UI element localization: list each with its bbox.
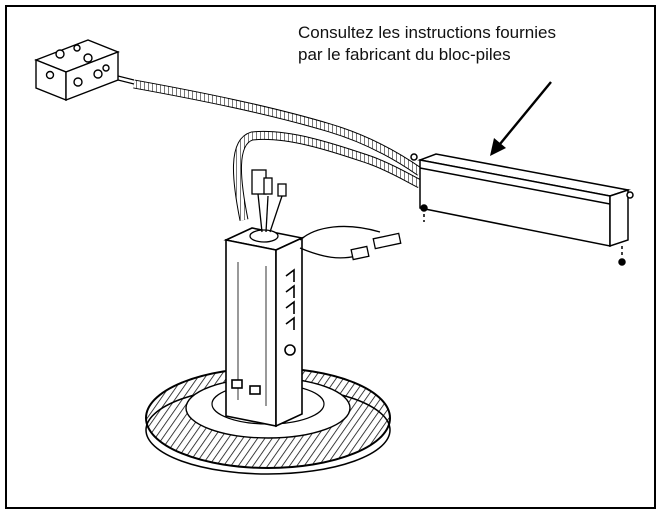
- callout-line-1: Consultez les instructions fournies: [298, 23, 556, 42]
- callout-line-2: par le fabricant du bloc-piles: [298, 45, 511, 64]
- battery-pack-callout: Consultez les instructions fournies par …: [298, 22, 638, 66]
- wire-harness: [249, 169, 402, 261]
- junction-box: [34, 39, 120, 102]
- driver-housing: [223, 227, 305, 428]
- callout-arrow: [490, 81, 552, 156]
- junction-wire-leads: [117, 75, 135, 85]
- battery-pack: [410, 153, 634, 266]
